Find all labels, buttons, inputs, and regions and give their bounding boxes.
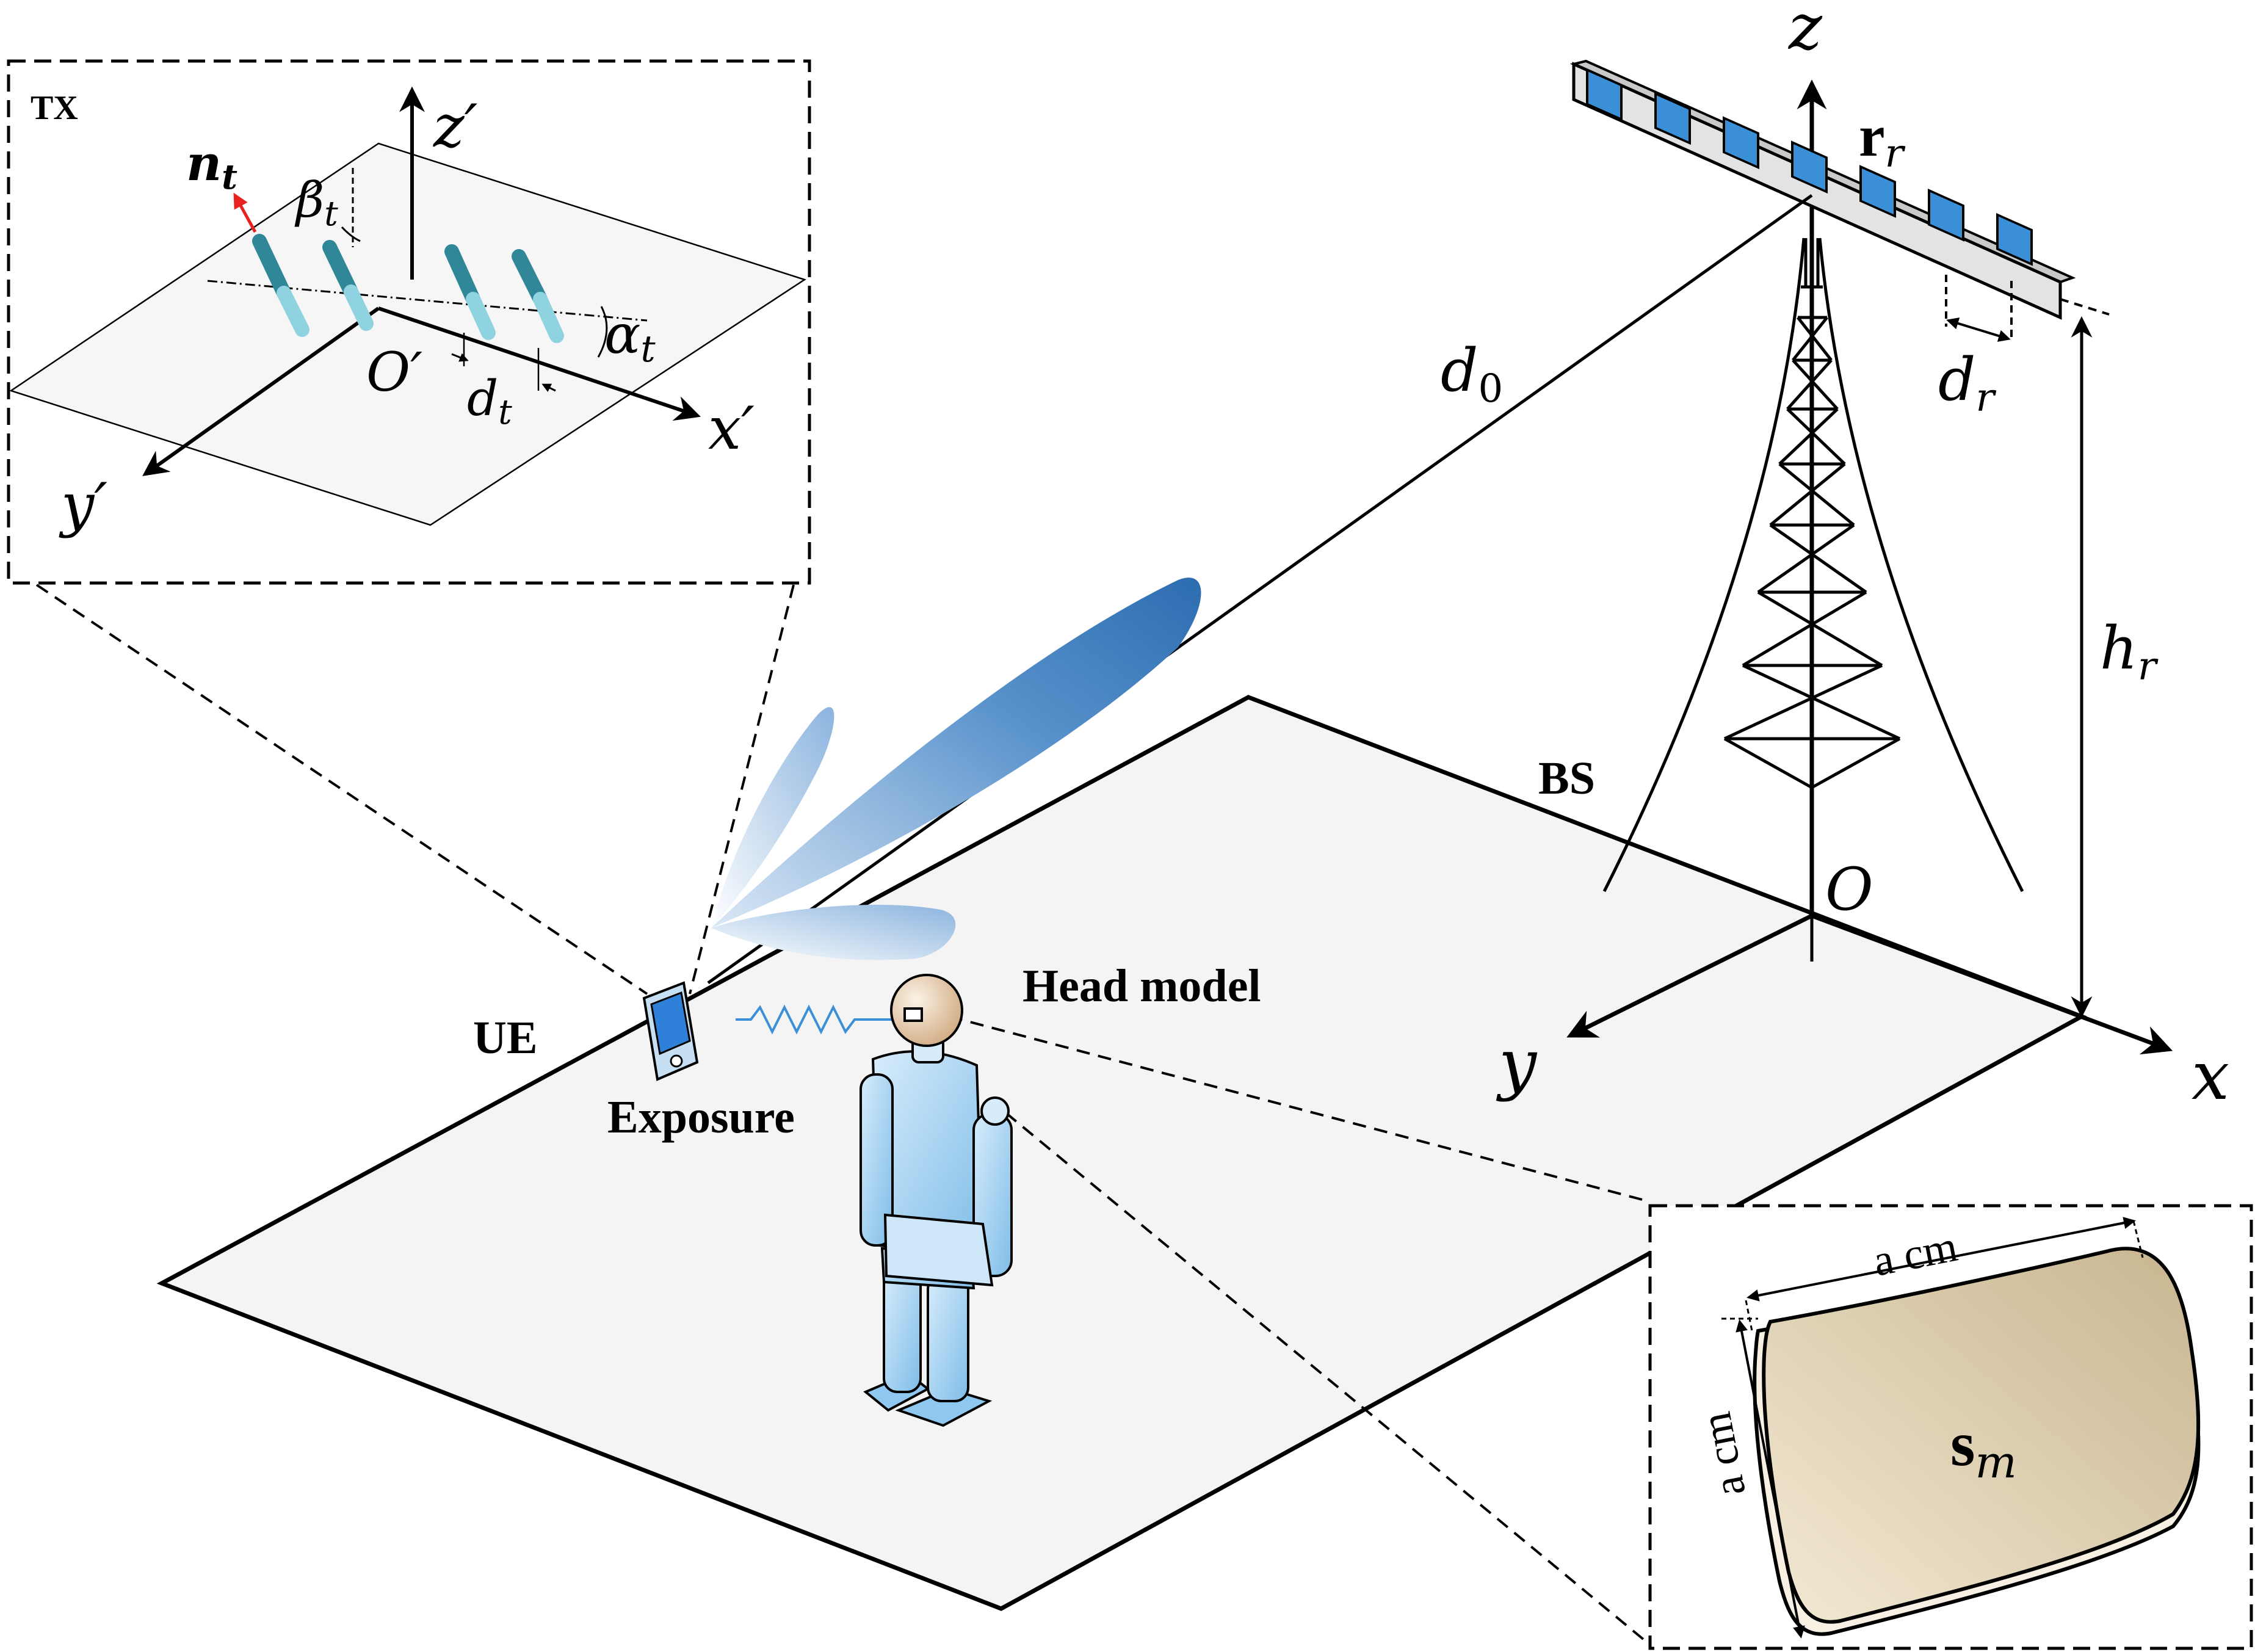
rx-element xyxy=(1723,116,1759,170)
side-lobe-upper xyxy=(711,707,834,928)
tx-axis-x-label: x′ xyxy=(708,394,755,463)
beam-pattern xyxy=(711,578,1201,960)
dipole xyxy=(252,234,291,300)
zoom-lines xyxy=(35,584,1656,1650)
bs-tower xyxy=(1602,237,2024,893)
rx-element xyxy=(1791,140,1828,194)
axis-x-label: x xyxy=(2192,1037,2229,1115)
tx-axis-y-label: y′ xyxy=(59,471,107,539)
tx-dipoles xyxy=(252,234,564,343)
dipole xyxy=(444,244,480,306)
ue-label: UE xyxy=(473,1012,538,1063)
distance-label: d0 xyxy=(1441,336,1503,411)
left-arm xyxy=(860,1073,894,1247)
rotation-angle-label: αt xyxy=(604,303,656,371)
rx-element xyxy=(1928,189,1964,242)
dipole xyxy=(512,249,548,306)
tx-inset xyxy=(7,59,811,585)
ground-plane xyxy=(156,695,2087,1611)
patch-symbol-label: sm xyxy=(1950,1409,2017,1488)
dipole xyxy=(322,240,358,299)
ue-device xyxy=(642,981,913,1081)
human-body xyxy=(860,974,1013,1427)
exposure-label: Exposure xyxy=(607,1092,795,1143)
origin-label: O xyxy=(1825,855,1873,924)
dipole xyxy=(533,292,564,343)
dipole xyxy=(466,292,496,340)
rx-element xyxy=(1586,68,1623,121)
rx-dimensions xyxy=(1945,275,2110,1018)
bs-label: BS xyxy=(1538,753,1595,804)
tx-title: TX xyxy=(31,89,78,127)
dipole xyxy=(344,284,374,331)
rx-element xyxy=(1859,165,1896,218)
side-lobe-lower xyxy=(711,904,956,960)
rx-position-label: rr xyxy=(1859,103,1906,176)
head xyxy=(890,974,963,1047)
axis-y-label: y xyxy=(1496,1024,1538,1103)
belt xyxy=(883,1213,994,1287)
height-label: hr xyxy=(2100,614,2159,689)
dipole xyxy=(277,286,309,337)
normal-vector-label: nt xyxy=(186,134,237,197)
rx-element xyxy=(1654,92,1691,145)
rx-spacing-label: dr xyxy=(1938,346,1996,421)
tilt-angle-label: βt xyxy=(294,172,338,234)
left-leg xyxy=(883,1269,922,1393)
tx-origin-label: O′ xyxy=(366,341,422,404)
head-model-label: Head model xyxy=(1023,960,1261,1012)
los-distance-line xyxy=(707,194,1813,985)
tx-spacing-label: dt xyxy=(467,370,512,432)
rx-element xyxy=(1996,212,2033,266)
right-leg xyxy=(927,1275,969,1402)
rx-antenna-array xyxy=(1569,59,2076,320)
exposure-wave xyxy=(736,1004,913,1035)
main-lobe xyxy=(711,578,1201,928)
head-sample-point xyxy=(903,1007,923,1022)
axis-z-label: z xyxy=(1787,0,1823,64)
normal-vector-arrow xyxy=(233,192,257,233)
tx-axis-z-label: z′ xyxy=(433,92,478,161)
global-axes xyxy=(1566,79,2173,1055)
skin-inset xyxy=(1648,1204,2253,1650)
